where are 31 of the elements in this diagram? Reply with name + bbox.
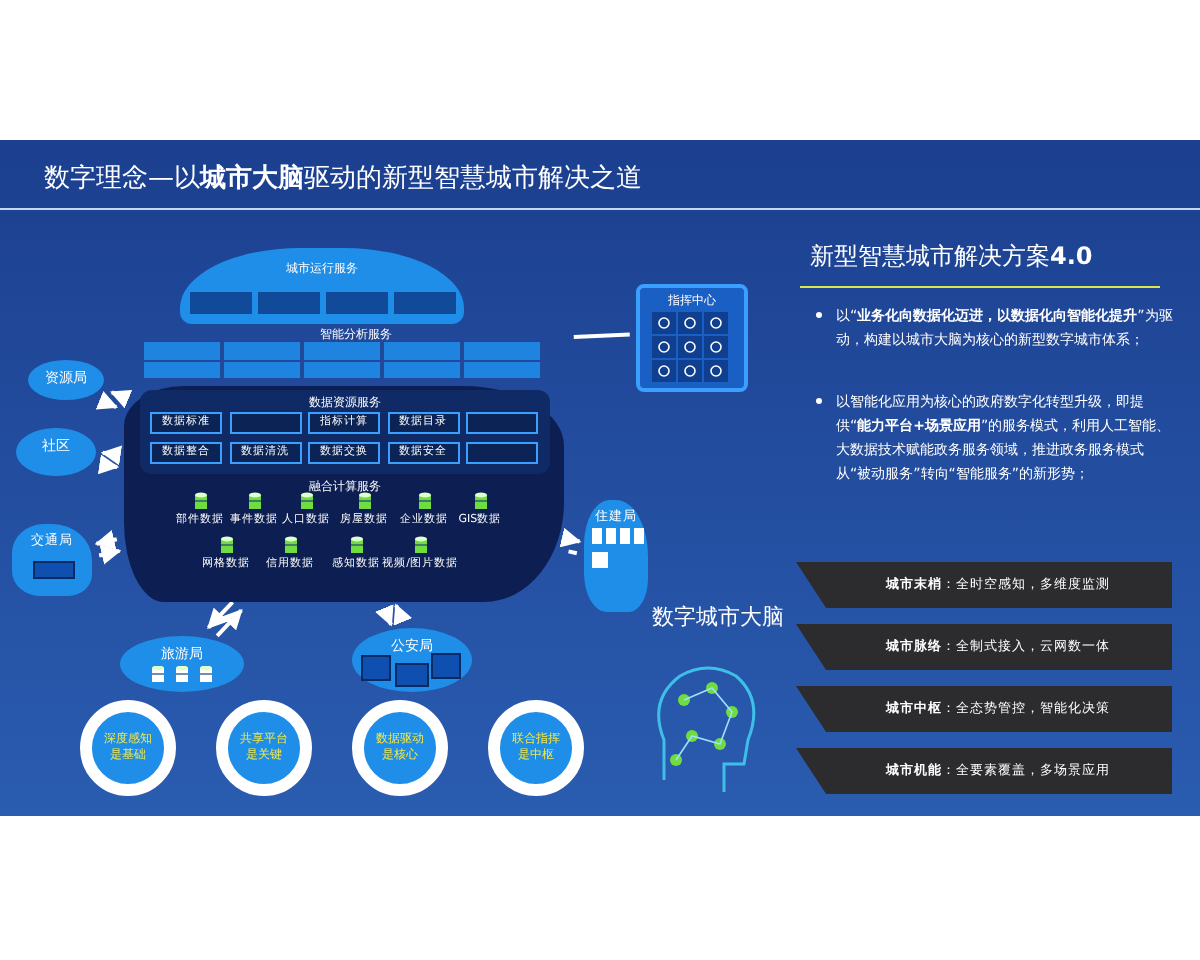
empty-box [229,412,301,434]
command-panel [636,284,748,392]
arrow [207,600,235,629]
arrow [393,603,413,626]
connector-line [573,332,630,339]
service-panel [140,390,550,474]
arrow [559,527,582,548]
empty-box [144,342,220,359]
cloud-shape [124,386,564,602]
empty-box [466,442,538,464]
empty-box [464,342,540,359]
arrow [98,545,122,565]
brain-caption: 数字城市大脑 [652,604,786,632]
empty-box [258,292,320,314]
arrow [215,609,243,638]
arrow [97,454,120,475]
empty-box [304,342,380,359]
arrow [375,604,394,627]
heading: 新型智慧城市解决方案4.0 [810,240,1095,274]
arrow [110,389,133,409]
empty-box [326,292,388,314]
empty-box [394,292,456,314]
empty-box [224,342,300,359]
empty-box [190,292,252,314]
empty-box [466,412,538,434]
arrow [95,391,118,410]
arrow [94,530,118,550]
title: 数字理念—以城市大脑驱动的新型智慧城市解决之道 [44,161,642,196]
empty-box [384,342,460,359]
arrow [100,445,123,466]
connector-line [568,549,578,556]
